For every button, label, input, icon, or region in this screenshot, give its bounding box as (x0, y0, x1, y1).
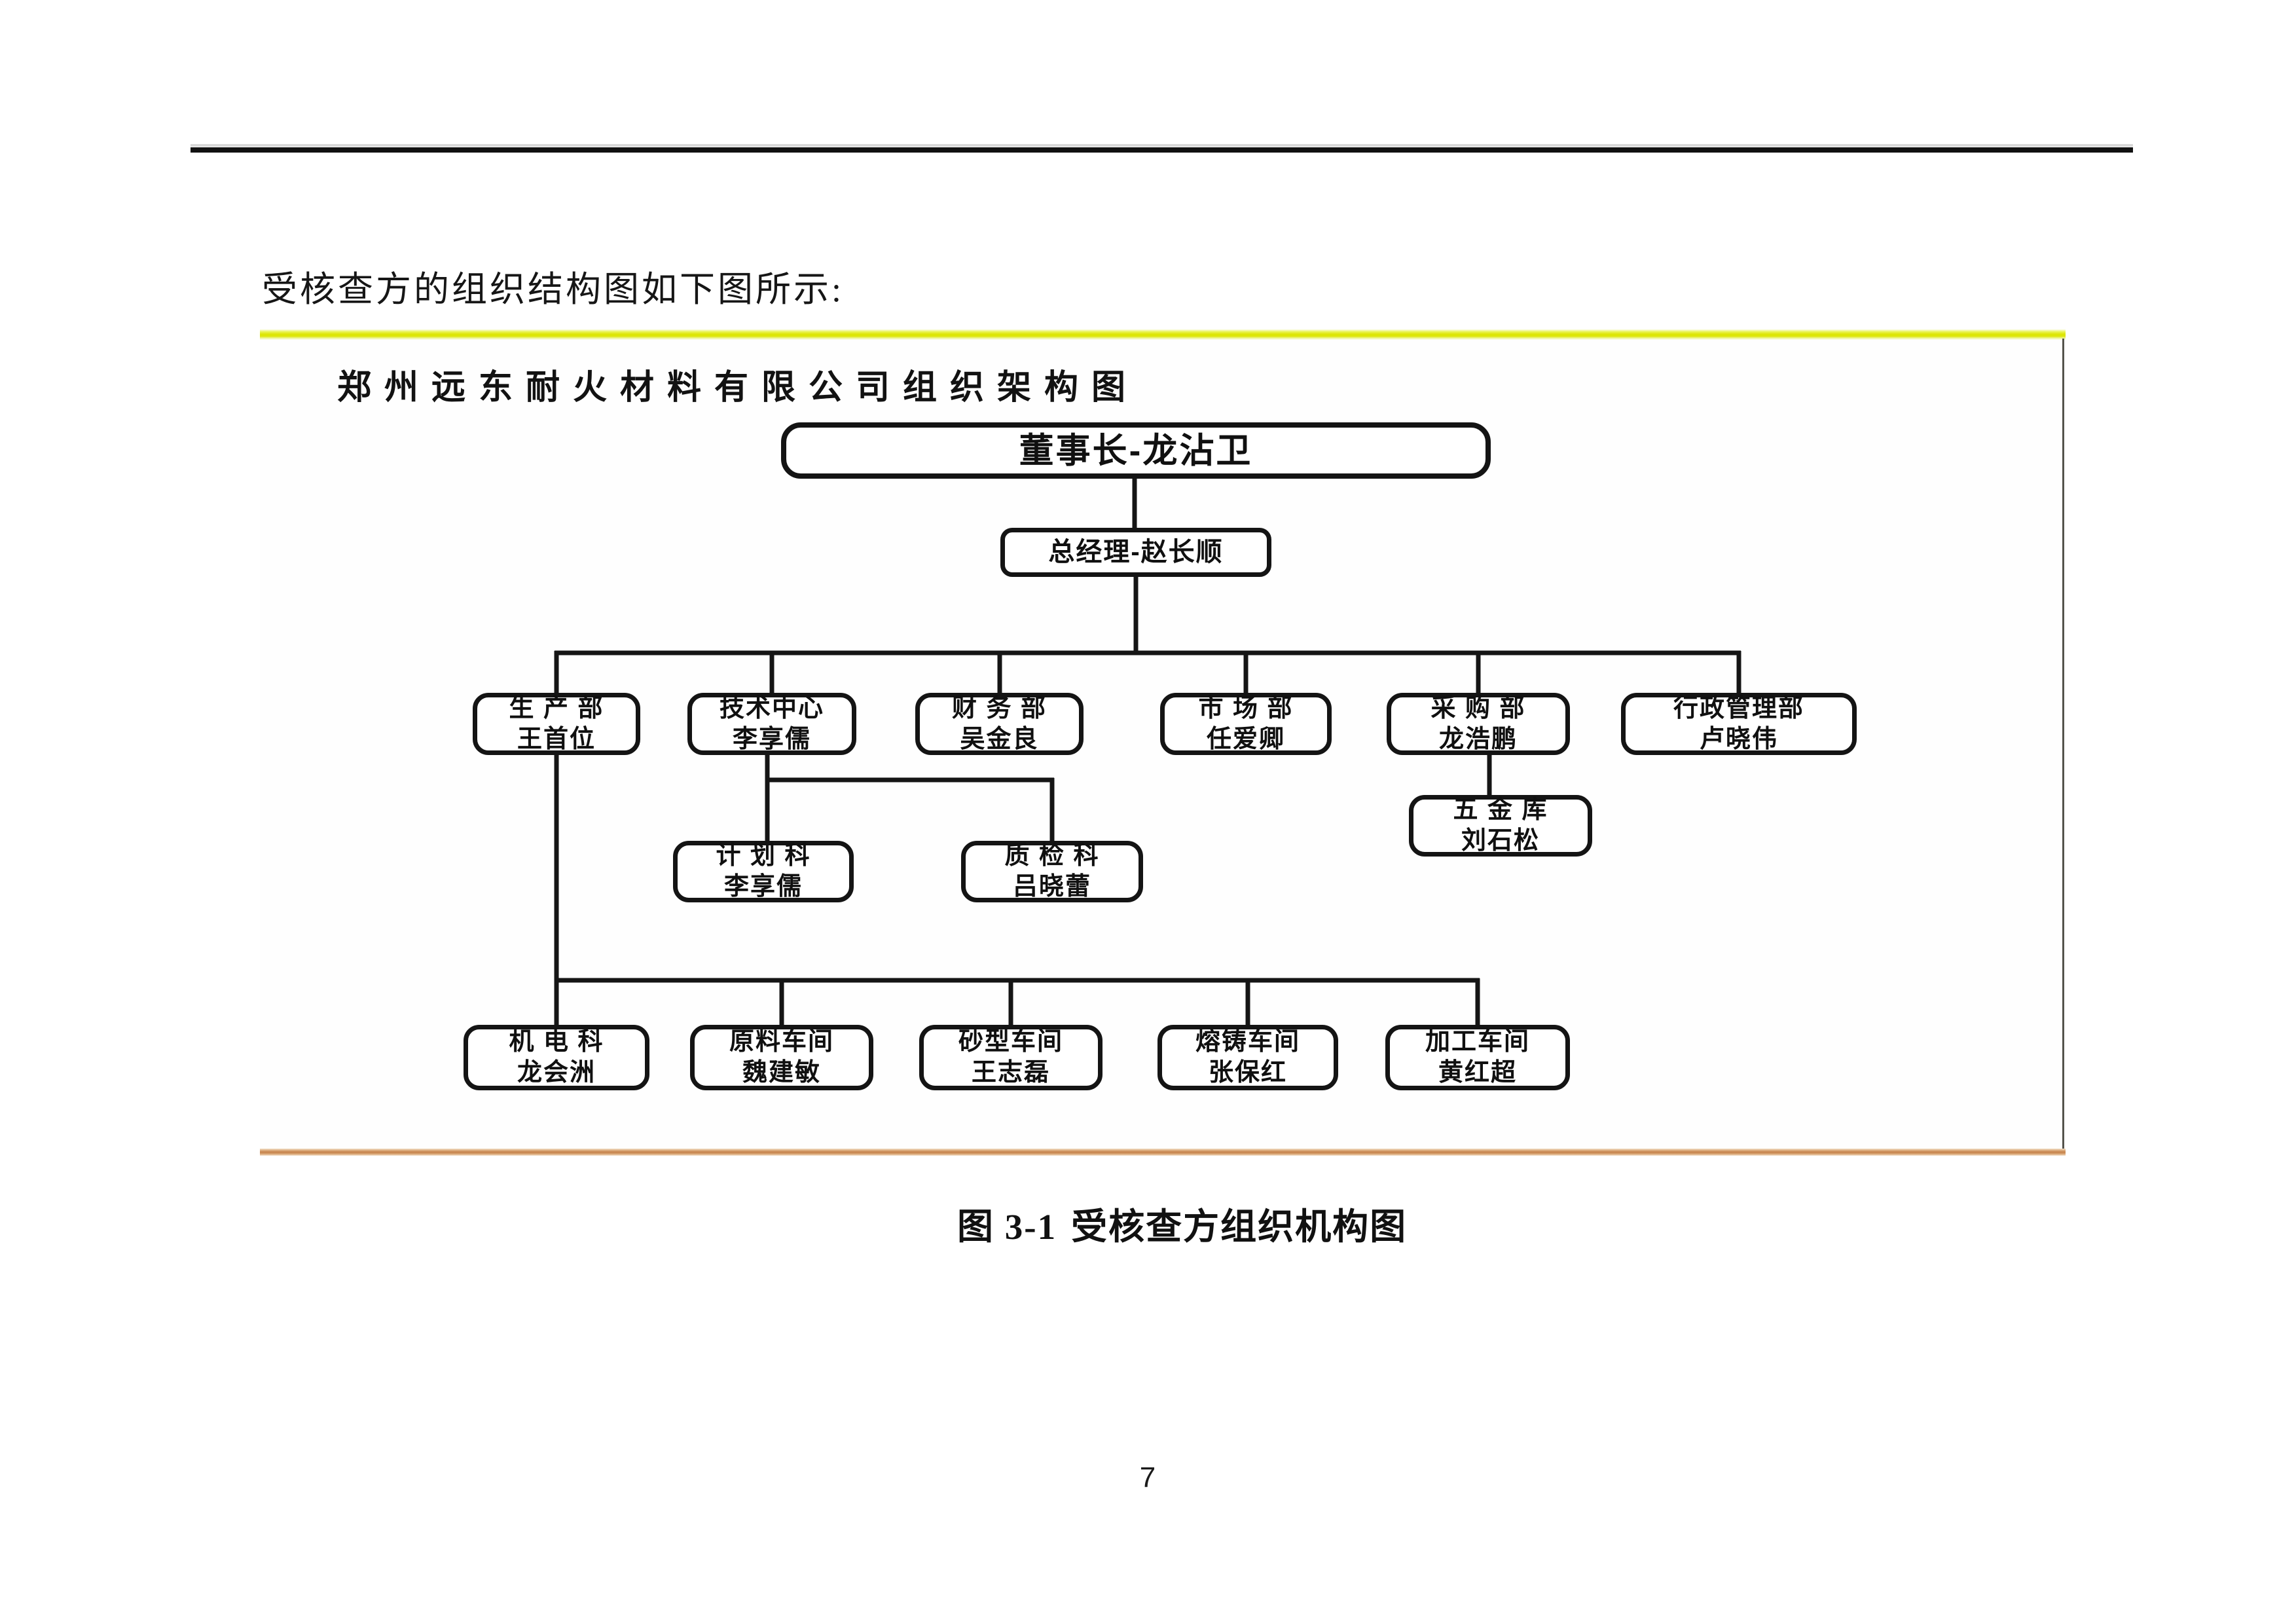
org-box-raw-material-workshop: 原料车间 魏建敏 (690, 1025, 873, 1090)
org-box-dept: 原料车间 (729, 1028, 834, 1056)
org-box-dept: 加工车间 (1425, 1028, 1530, 1056)
org-box-person: 吕晓蕾 (1012, 873, 1091, 900)
header-rule-highlight (191, 144, 2133, 147)
org-box-person: 张保红 (1208, 1059, 1287, 1086)
page-number: 7 (1139, 1462, 1156, 1494)
org-box-purchase-dept: 采 购 部 龙浩鹏 (1387, 693, 1570, 755)
org-box-dept: 计 划 科 (716, 842, 811, 870)
org-box-mech-elec-section: 机 电 科 龙会洲 (464, 1025, 649, 1090)
org-box-dept: 采 购 部 (1430, 694, 1526, 722)
org-box-person: 龙浩鹏 (1438, 725, 1518, 753)
org-box-finance-dept: 财 务 部 吴金良 (915, 693, 1084, 755)
org-box-label: 董事长-龙沾卫 (1019, 431, 1253, 470)
org-box-dept: 机 电 科 (509, 1028, 604, 1056)
org-box-person: 黄红超 (1438, 1059, 1517, 1086)
org-box-dept: 熔铸车间 (1195, 1028, 1300, 1056)
org-box-dept: 财 务 部 (951, 694, 1048, 722)
org-chart-title: 郑州远东耐火材料有限公司组织架构图 (337, 369, 1139, 407)
org-box-tech-center: 技术中心 李享儒 (687, 693, 856, 755)
org-box-person: 魏建敏 (742, 1059, 821, 1086)
org-box-person: 龙会洲 (517, 1059, 596, 1086)
header-rule (191, 147, 2133, 153)
org-box-hardware-store: 五 金 库 刘石松 (1409, 795, 1592, 857)
org-box-dept: 技术中心 (719, 694, 824, 722)
org-box-dept: 市 场 部 (1198, 694, 1294, 722)
org-box-label: 总经理-赵长顺 (1048, 538, 1224, 566)
org-box-production-dept: 生 产 部 王首位 (473, 693, 640, 755)
org-box-dept: 砂型车间 (958, 1028, 1063, 1056)
intro-paragraph: 受核查方的组织结构图如下图所示: (262, 270, 845, 309)
org-box-admin-dept: 行政管理部 卢晓伟 (1621, 693, 1857, 755)
org-box-qc-section: 质 检 科 吕晓蕾 (961, 841, 1143, 902)
org-box-general-manager: 总经理-赵长顺 (1000, 528, 1271, 577)
panel-right-border (2062, 339, 2064, 1154)
org-box-dept: 五 金 库 (1453, 796, 1548, 824)
org-box-casting-workshop: 熔铸车间 张保红 (1157, 1025, 1338, 1090)
caption-text: 受核查方组织机构图 (1071, 1207, 1408, 1247)
org-box-processing-workshop: 加工车间 黄红超 (1385, 1025, 1570, 1090)
figure-caption: 图 3-1 受核查方组织机构图 (957, 1197, 1407, 1249)
org-box-person: 刘石松 (1461, 827, 1540, 855)
org-box-market-dept: 市 场 部 任爱卿 (1160, 693, 1332, 755)
org-box-person: 王志磊 (971, 1059, 1050, 1086)
caption-number: 图 3-1 (957, 1207, 1057, 1247)
panel-bottom-border (260, 1149, 2066, 1156)
org-box-sand-mold-workshop: 砂型车间 王志磊 (919, 1025, 1102, 1090)
org-box-person: 卢晓伟 (1699, 725, 1778, 753)
org-box-chairman: 董事长-龙沾卫 (781, 422, 1491, 479)
org-box-dept: 生 产 部 (509, 694, 604, 722)
org-box-dept: 行政管理部 (1673, 694, 1804, 722)
org-box-person: 王首位 (517, 725, 596, 753)
org-box-person: 吴金良 (960, 725, 1039, 753)
org-box-person: 李享儒 (732, 725, 811, 753)
org-box-planning-section: 计 划 科 李享儒 (673, 841, 854, 902)
org-box-person: 任爱卿 (1206, 725, 1285, 753)
panel-top-border (260, 329, 2066, 340)
org-box-person: 李享儒 (723, 873, 803, 900)
org-box-dept: 质 检 科 (1004, 842, 1100, 870)
